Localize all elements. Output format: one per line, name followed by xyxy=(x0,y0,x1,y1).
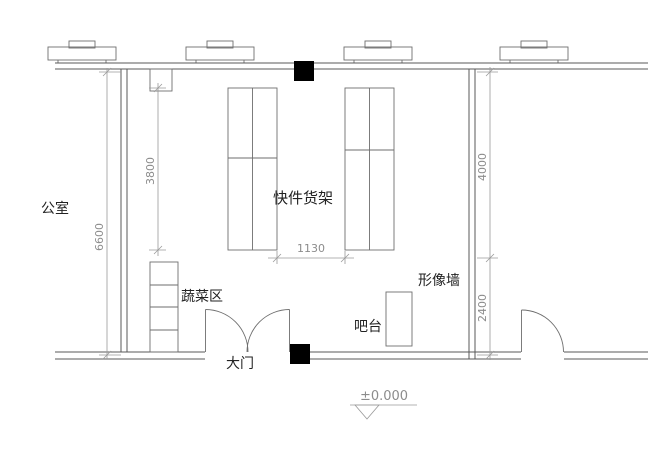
dim-6600-label: 6600 xyxy=(93,223,106,251)
wall-top xyxy=(55,62,648,70)
bar-label: 吧台 xyxy=(354,319,382,335)
wall-pier xyxy=(149,68,173,92)
image-wall-label: 形像墙 xyxy=(418,273,460,289)
side-door-swing xyxy=(521,309,564,353)
vegetable-area-fixture xyxy=(149,261,179,353)
ac-vent-icon xyxy=(364,40,392,49)
ac-unit xyxy=(499,40,569,63)
elevation-marker-icon xyxy=(350,404,417,420)
ac-vent-icon xyxy=(520,40,548,49)
dim-2400-label: 2400 xyxy=(476,294,489,322)
dim-shelf-length xyxy=(149,83,166,256)
column-bottom xyxy=(290,344,310,364)
ac-unit xyxy=(47,40,117,63)
wall-right xyxy=(468,69,476,359)
ac-unit xyxy=(343,40,413,63)
shelf-area-label: 快件货架 xyxy=(273,189,333,207)
elevation-label: ±0.000 xyxy=(360,389,408,404)
wall-bottom-right xyxy=(564,351,648,360)
wall-left-partition xyxy=(120,69,128,352)
main-door-label: 大门 xyxy=(226,356,254,372)
dim-shelf-gap xyxy=(268,251,354,264)
dim-right-chain xyxy=(477,67,498,360)
dim-1130-label: 1130 xyxy=(297,242,325,255)
dim-left-total xyxy=(99,67,121,360)
wall-bottom-middle xyxy=(310,351,521,360)
office-label: 公室 xyxy=(41,200,69,217)
vegetable-area-label: 蔬菜区 xyxy=(181,289,223,305)
shelf-unit-left xyxy=(227,87,278,251)
ac-unit xyxy=(185,40,255,63)
ac-vent-icon xyxy=(68,40,96,49)
shelf-unit-right xyxy=(344,87,395,251)
wall-bottom-left xyxy=(55,351,205,360)
dim-4000-label: 4000 xyxy=(476,153,489,181)
dim-3800-label: 3800 xyxy=(144,157,157,185)
column-top xyxy=(294,61,314,81)
bar-counter xyxy=(385,291,413,347)
main-door-swing xyxy=(205,309,290,353)
ac-vent-icon xyxy=(206,40,234,49)
